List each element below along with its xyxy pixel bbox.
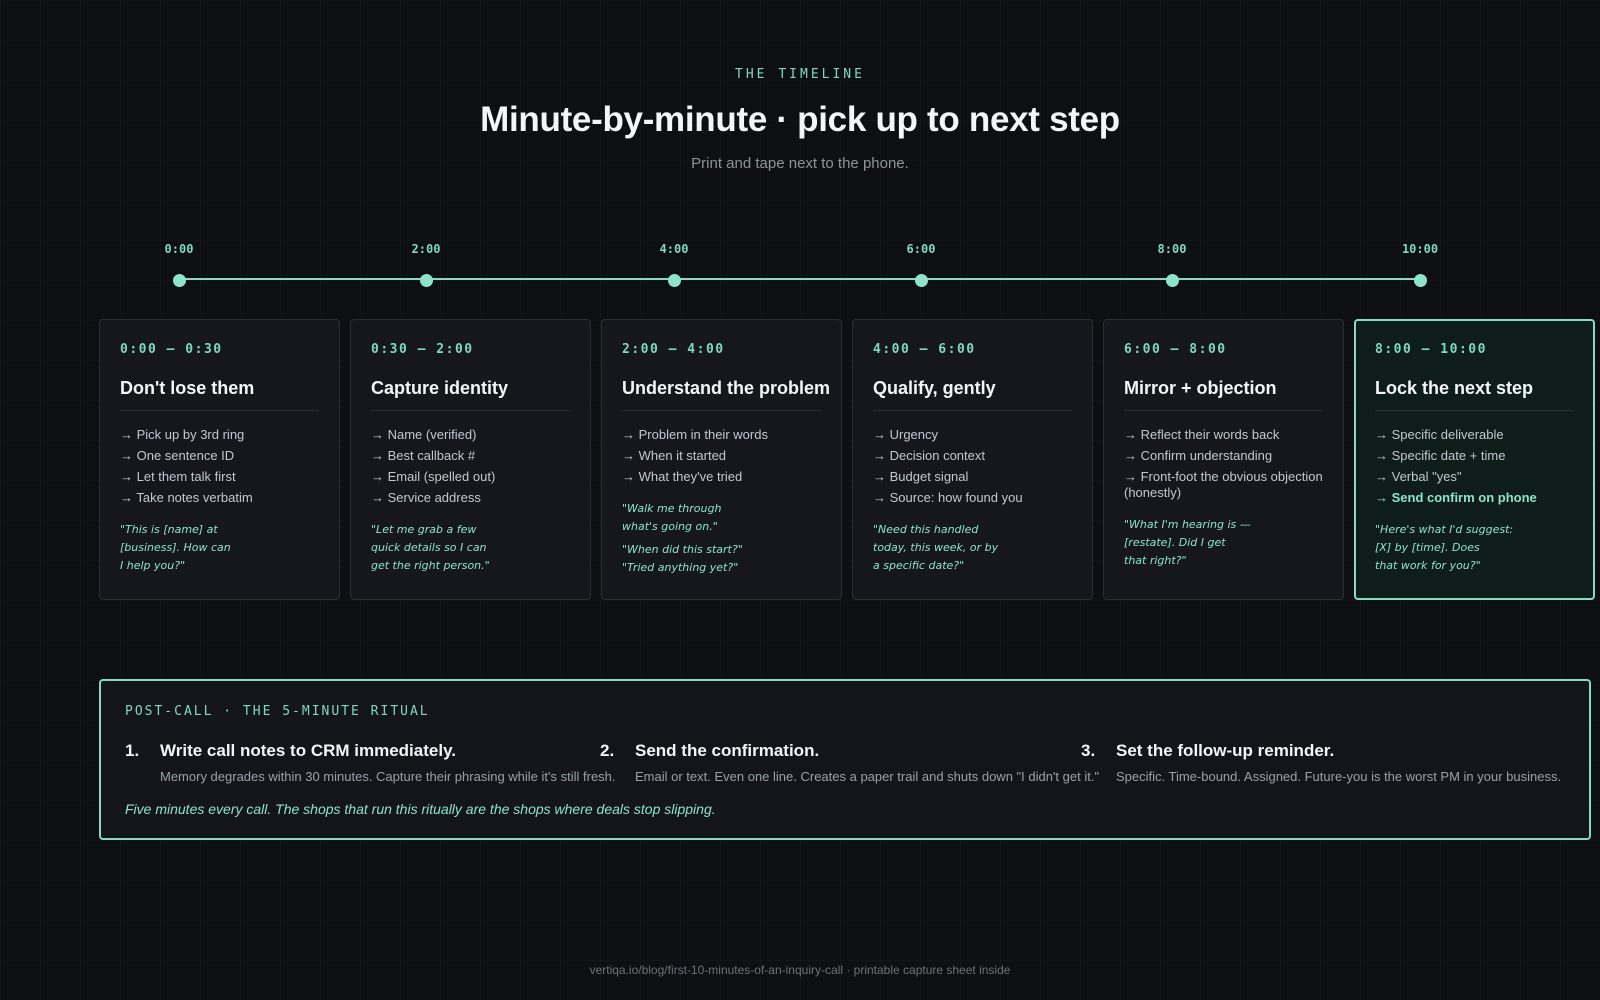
- card-time-range: 8:00 – 10:00: [1375, 342, 1487, 357]
- timeline-tick: 4:00: [634, 242, 714, 287]
- card-title: Don't lose them: [120, 378, 319, 411]
- post-call-footnote: Five minutes every call. The shops that …: [125, 801, 716, 817]
- card-script-quote: "Walk me through what's going on.": [622, 502, 722, 533]
- tick-dot: [915, 274, 928, 287]
- step-description: Memory degrades within 30 minutes. Captu…: [160, 769, 616, 784]
- card-item: → Name (verified): [371, 427, 477, 442]
- card-item: → Verbal "yes": [1375, 469, 1462, 484]
- card-item: → Email (spelled out): [371, 469, 496, 484]
- timeline-card: 2:00 – 4:00 Understand the problem → Pro…: [601, 319, 842, 600]
- card-time-range: 4:00 – 6:00: [873, 342, 976, 357]
- card-checklist: → Reflect their words back → Confirm und…: [1124, 427, 1323, 501]
- card-item-emphasis: → Send confirm on phone: [1375, 490, 1537, 505]
- timeline-card: 6:00 – 8:00 Mirror + objection → Reflect…: [1103, 319, 1344, 600]
- card-script-quote: "What I'm hearing is — [restate]. Did I …: [1124, 518, 1251, 567]
- card-item: → Urgency: [873, 427, 939, 442]
- card-item: → What they've tried: [622, 469, 743, 484]
- section-eyebrow: THE TIMELINE: [735, 67, 865, 82]
- card-item: → When it started: [622, 448, 727, 463]
- card-checklist: → Pick up by 3rd ring → One sentence ID …: [120, 427, 319, 506]
- tick-dot: [668, 274, 681, 287]
- card-item: → Specific deliverable: [1375, 427, 1504, 442]
- tick-label: 4:00: [659, 242, 689, 256]
- timeline-card: 0:00 – 0:30 Don't lose them → Pick up by…: [99, 319, 340, 600]
- timeline-tick: 0:00: [139, 242, 219, 287]
- timeline-tick: 10:00: [1380, 242, 1460, 287]
- timeline-tick: 2:00: [386, 242, 466, 287]
- step-title: Send the confirmation.: [635, 741, 820, 760]
- card-item: → Best callback #: [371, 448, 476, 463]
- card-item: → Let them talk first: [120, 469, 236, 484]
- card-title: Understand the problem: [622, 378, 830, 411]
- post-call-label: POST-CALL · THE 5-MINUTE RITUAL: [125, 704, 430, 719]
- card-title: Mirror + objection: [1124, 378, 1323, 411]
- page-footer-url: vertiqa.io/blog/first-10-minutes-of-an-i…: [589, 963, 1011, 977]
- tick-label: 8:00: [1157, 242, 1187, 256]
- card-item: → Budget signal: [873, 469, 969, 484]
- step-number: 3.: [1081, 741, 1096, 760]
- page-title: Minute-by-minute · pick up to next step: [480, 100, 1120, 139]
- timeline-card-highlighted: 8:00 – 10:00 Lock the next step → Specif…: [1354, 319, 1595, 600]
- card-checklist: → Name (verified) → Best callback # → Em…: [371, 427, 570, 506]
- step-number: 1.: [125, 741, 140, 760]
- timeline-card: 4:00 – 6:00 Qualify, gently → Urgency → …: [852, 319, 1093, 600]
- step-number: 2.: [600, 741, 615, 760]
- tick-dot: [1414, 274, 1427, 287]
- card-item: → One sentence ID: [120, 448, 235, 463]
- card-item: → Reflect their words back: [1124, 427, 1280, 442]
- timeline-card: 0:30 – 2:00 Capture identity → Name (ver…: [350, 319, 591, 600]
- card-time-range: 6:00 – 8:00: [1124, 342, 1227, 357]
- card-checklist: → Urgency → Decision context → Budget si…: [873, 427, 1072, 506]
- timeline-tick: 8:00: [1132, 242, 1212, 287]
- card-script-quote: "Here's what I'd suggest: [X] by [time].…: [1375, 523, 1514, 572]
- timeline-axis: [179, 278, 1420, 280]
- card-title: Qualify, gently: [873, 378, 1072, 411]
- tick-label: 0:00: [164, 242, 194, 256]
- card-item: → Front-foot the obvious objection (hone…: [1124, 469, 1323, 500]
- timeline-tick: 6:00: [881, 242, 961, 287]
- tick-label: 6:00: [906, 242, 936, 256]
- card-time-range: 0:30 – 2:00: [371, 342, 474, 357]
- tick-dot: [173, 274, 186, 287]
- step-title: Set the follow-up reminder.: [1116, 741, 1335, 760]
- card-checklist: → Problem in their words → When it start…: [622, 427, 821, 485]
- tick-dot: [420, 274, 433, 287]
- card-title: Lock the next step: [1375, 378, 1574, 411]
- tick-dot: [1166, 274, 1179, 287]
- card-item: → Source: how found you: [873, 490, 1023, 505]
- card-title: Capture identity: [371, 378, 570, 411]
- card-time-range: 0:00 – 0:30: [120, 342, 223, 357]
- card-script-quote: "Need this handled today, this week, or …: [873, 523, 999, 572]
- card-item: → Specific date + time: [1375, 448, 1506, 463]
- card-time-range: 2:00 – 4:00: [622, 342, 725, 357]
- card-item: → Service address: [371, 490, 481, 505]
- card-item: → Decision context: [873, 448, 985, 463]
- tick-label: 10:00: [1401, 242, 1439, 256]
- card-item: → Pick up by 3rd ring: [120, 427, 245, 442]
- card-script-quote: "Let me grab a few quick details so I ca…: [371, 523, 490, 572]
- timeline-cards: 0:00 – 0:30 Don't lose them → Pick up by…: [99, 319, 1595, 600]
- step-title: Write call notes to CRM immediately.: [160, 741, 456, 760]
- card-script-quote: "This is [name] at [business]. How can I…: [120, 523, 231, 572]
- step-description: Specific. Time-bound. Assigned. Future-y…: [1116, 769, 1562, 784]
- card-checklist: → Specific deliverable → Specific date +…: [1375, 427, 1574, 506]
- post-call-panel: POST-CALL · THE 5-MINUTE RITUAL 1. Write…: [99, 679, 1591, 840]
- card-item: → Confirm understanding: [1124, 448, 1273, 463]
- tick-label: 2:00: [411, 242, 441, 256]
- page-subtitle: Print and tape next to the phone.: [691, 155, 909, 172]
- card-script-quote: "When did this start?" "Tried anything y…: [622, 543, 743, 574]
- card-item: → Take notes verbatim: [120, 490, 253, 505]
- step-description: Email or text. Even one line. Creates a …: [635, 769, 1100, 784]
- card-item: → Problem in their words: [622, 427, 768, 442]
